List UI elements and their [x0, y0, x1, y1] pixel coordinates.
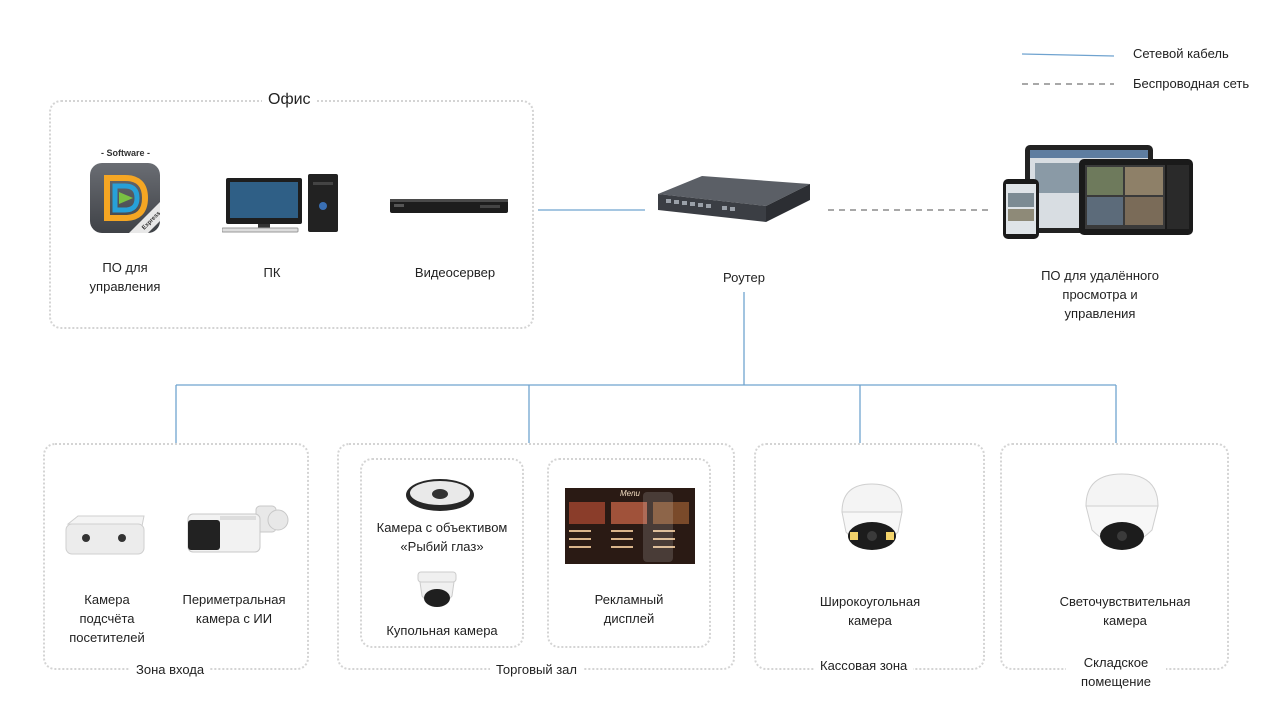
perimeter-ai-camera-label: Периметральная камера с ИИ	[172, 590, 296, 628]
wide-angle-camera-icon	[841, 483, 903, 550]
perimeter-label-line1: Периметральная	[182, 592, 286, 607]
software-badge-text: - Software -	[100, 148, 150, 158]
counter-label-line3: посетителей	[69, 630, 145, 645]
counter-label-line1: Камера	[84, 592, 130, 607]
office-title: Офис	[262, 91, 317, 109]
low-light-label-line1: Светочувствительная	[1059, 594, 1191, 609]
warehouse-title-line2: помещение	[1081, 674, 1151, 689]
warehouse-title: Складское помещение	[1066, 653, 1166, 691]
low-light-label-line2: камера	[1103, 613, 1147, 628]
sales-display-subgroup	[547, 458, 711, 648]
video-server-label: Видеосервер	[414, 265, 496, 280]
dome-camera-icon	[417, 571, 457, 607]
remote-label-line2: просмотра и	[1062, 287, 1138, 302]
legend-wireless-label: Беспроводная сеть	[1133, 76, 1250, 91]
fisheye-camera-icon	[406, 479, 474, 511]
sales-floor-title: Торговый зал	[490, 661, 583, 679]
counter-label-line2: подсчёта	[79, 611, 135, 626]
warehouse-title-line1: Складское	[1083, 655, 1149, 670]
software-label-line1: ПО для	[102, 260, 148, 275]
perimeter-ai-camera-icon	[187, 505, 289, 553]
menu-title-text: Menu	[619, 489, 640, 498]
wide-angle-label-line2: камера	[848, 613, 892, 628]
people-counting-camera-icon	[65, 515, 145, 555]
remote-label-line3: управления	[1064, 306, 1136, 321]
legend-cable-label: Сетевой кабель	[1133, 46, 1229, 61]
management-software-icon: - Software - Express	[88, 148, 163, 238]
advertising-display-label: Рекламный дисплей	[549, 590, 709, 628]
display-label-line2: дисплей	[603, 611, 655, 626]
router-label: Роутер	[723, 270, 765, 285]
advertising-display-icon	[565, 488, 695, 564]
software-label-line2: управления	[89, 279, 161, 294]
fisheye-label-line2: «Рыбий глаз»	[400, 539, 484, 554]
video-server-icon	[390, 199, 508, 213]
remote-devices-icon	[1003, 145, 1193, 239]
fisheye-camera-label: Камера с объективом «Рыбий глаз»	[362, 518, 522, 556]
router-icon	[658, 176, 810, 222]
sales-cameras-subgroup	[360, 458, 524, 648]
remote-label-line1: ПО для удалённого	[1041, 268, 1159, 283]
dome-camera-label: Купольная камера	[386, 623, 498, 638]
low-light-camera-icon	[1085, 473, 1159, 550]
perimeter-label-line2: камера с ИИ	[195, 611, 273, 626]
pc-icon	[222, 174, 338, 233]
legend-cable-line	[1021, 53, 1115, 57]
cashier-zone-title: Кассовая зона	[814, 657, 914, 675]
wide-angle-label-line1: Широкоугольная	[819, 594, 921, 609]
wide-angle-camera-label: Широкоугольная камера	[790, 592, 950, 630]
entrance-zone-title: Зона входа	[130, 661, 211, 679]
fisheye-label-line1: Камера с объективом	[376, 520, 508, 535]
people-counting-camera-label: Камера подсчёта посетителей	[52, 590, 162, 647]
remote-software-label: ПО для удалённого просмотра и управления	[1010, 266, 1190, 323]
low-light-camera-label: Светочувствительная камера	[1030, 592, 1220, 630]
software-label: ПО для управления	[70, 258, 180, 296]
display-label-line1: Рекламный	[594, 592, 664, 607]
pc-label: ПК	[263, 265, 281, 280]
